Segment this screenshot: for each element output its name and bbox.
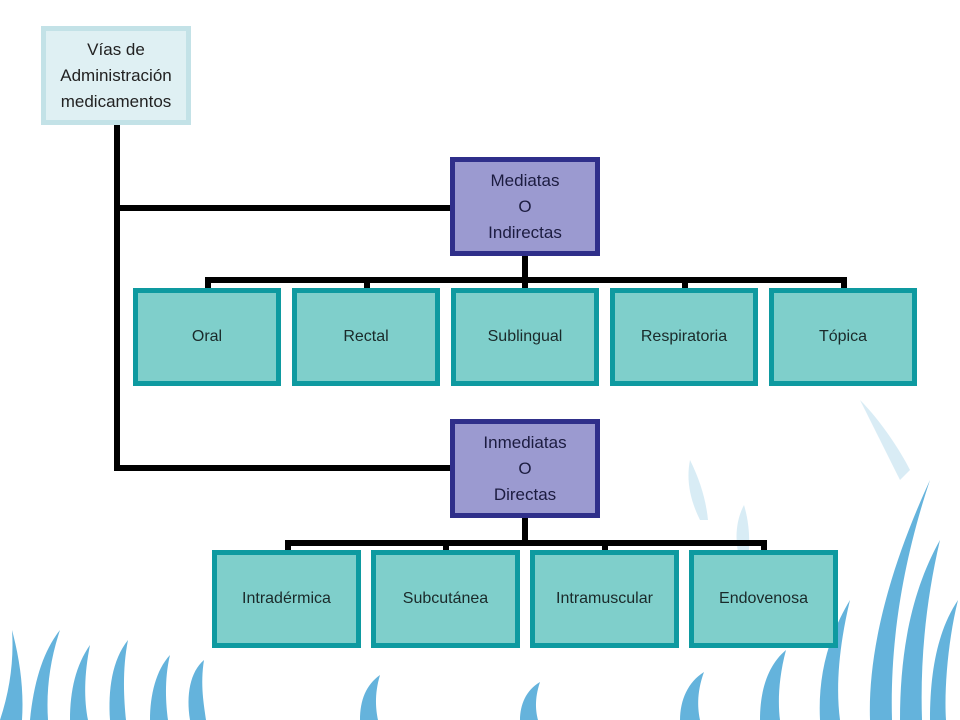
leaf-node-label: Tópica <box>818 328 868 345</box>
leaf-node-label: Intramuscular <box>556 590 653 607</box>
group-node-line: O <box>518 196 532 216</box>
connector-root-to-mediatas <box>114 205 454 211</box>
root-node-line: medicamentos <box>60 91 172 111</box>
connector-root-to-inmediatas <box>114 465 454 471</box>
leaf-node-respiratoria: Respiratoria <box>610 288 758 386</box>
leaf-node-sublingual: Sublingual <box>451 288 599 386</box>
connector-inmediatas-drop <box>443 540 449 554</box>
connector-mediatas-stem <box>522 254 528 280</box>
connector-root-spine <box>114 124 120 471</box>
connector-mediatas-drop <box>205 277 211 291</box>
connector-inmediatas-drop <box>602 540 608 554</box>
group-node-mediatas: Mediatas O Indirectas <box>450 157 600 256</box>
leaf-node-topica: Tópica <box>769 288 917 386</box>
root-node-line: Administración <box>60 65 172 85</box>
leaf-node-subcutanea: Subcutánea <box>371 550 520 648</box>
leaf-node-label: Oral <box>191 328 223 345</box>
leaf-node-label: Intradérmica <box>242 590 331 607</box>
group-node-line: Inmediatas <box>483 432 567 452</box>
leaf-node-label: Sublingual <box>487 328 563 345</box>
leaf-node-label: Endovenosa <box>719 590 808 607</box>
connector-inmediatas-drop <box>285 540 291 554</box>
group-node-line: Directas <box>493 484 557 504</box>
connector-mediatas-drop <box>522 277 528 291</box>
connector-inmediatas-bar <box>285 540 767 546</box>
group-node-line: Indirectas <box>488 222 562 242</box>
connector-mediatas-drop <box>682 277 688 291</box>
connector-inmediatas-stem <box>522 516 528 542</box>
leaf-node-intramuscular: Intramuscular <box>530 550 679 648</box>
leaf-node-endovenosa: Endovenosa <box>689 550 838 648</box>
root-node: Vías de Administración medicamentos <box>41 26 191 125</box>
leaf-node-intradermica: Intradérmica <box>212 550 361 648</box>
group-node-line: O <box>518 458 532 478</box>
group-node-line: Mediatas <box>490 170 560 190</box>
leaf-node-label: Respiratoria <box>640 328 728 345</box>
connector-mediatas-drop <box>841 277 847 291</box>
group-node-inmediatas: Inmediatas O Directas <box>450 419 600 518</box>
leaf-node-label: Rectal <box>343 328 389 345</box>
root-node-line: Vías de <box>87 39 145 59</box>
leaf-node-rectal: Rectal <box>292 288 440 386</box>
leaf-node-label: Subcutánea <box>402 590 489 607</box>
connector-mediatas-drop <box>364 277 370 291</box>
connector-inmediatas-drop <box>761 540 767 554</box>
leaf-node-oral: Oral <box>133 288 281 386</box>
